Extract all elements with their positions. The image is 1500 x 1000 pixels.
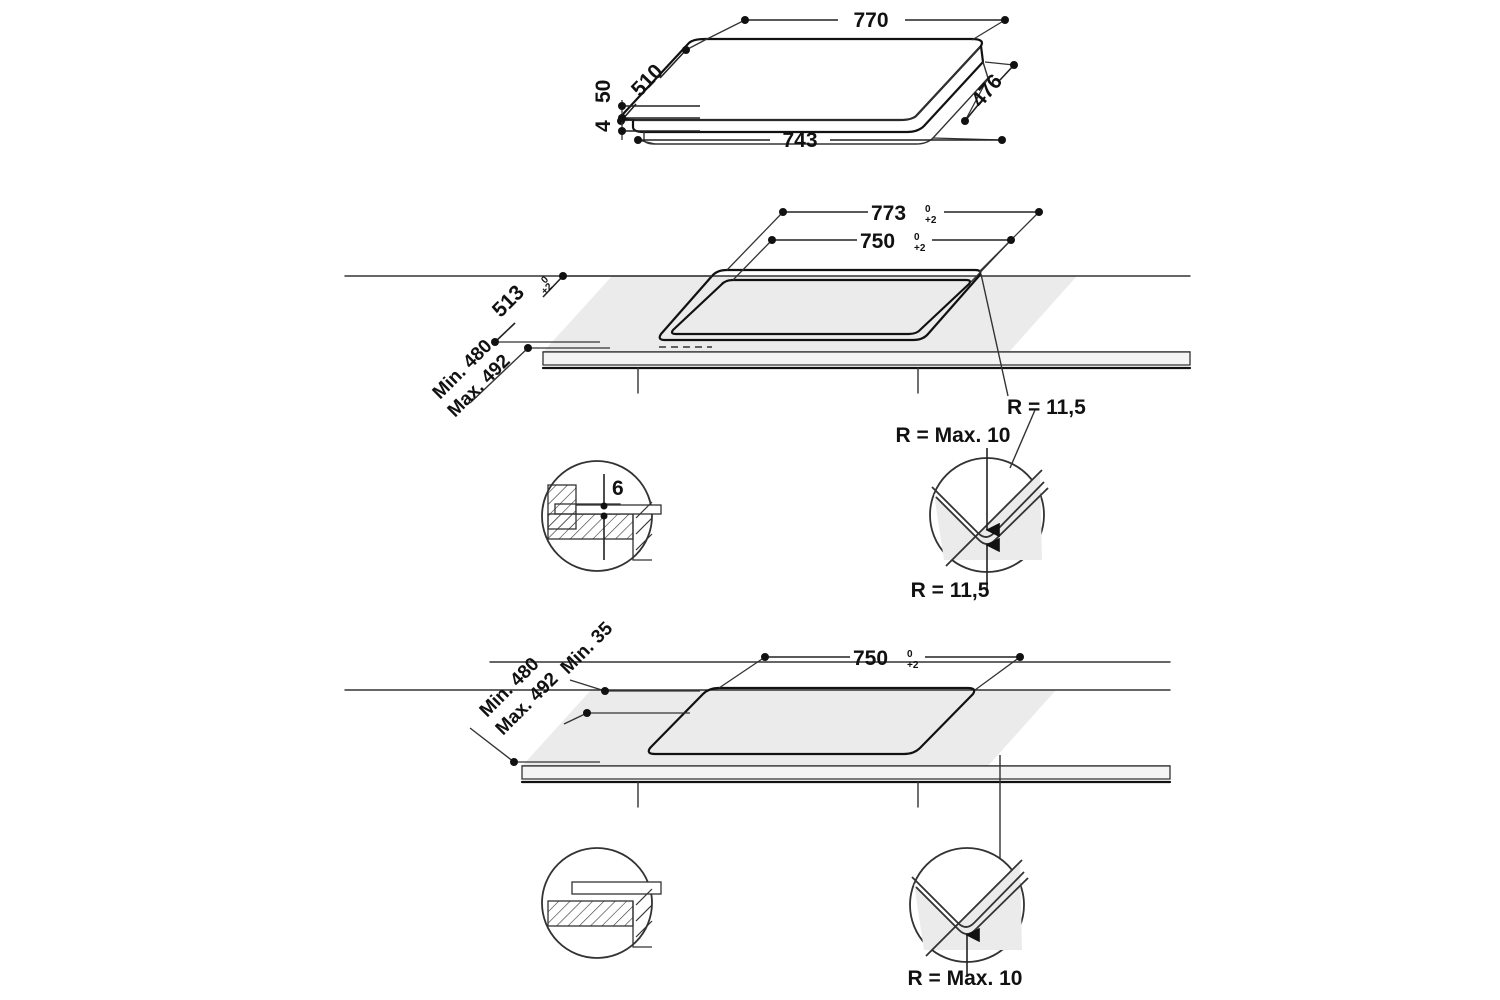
cutout-outline-b <box>647 686 976 756</box>
dim-50-label: 50 <box>592 80 615 103</box>
detail-step-hatch-body <box>547 513 634 540</box>
detail-step-depth: 6 <box>541 460 662 572</box>
dim-770: 770 <box>704 9 1009 41</box>
callout-r115-main-label: R = 11,5 <box>1007 396 1086 419</box>
dim-750-b-tol-lower: +2 <box>907 660 919 671</box>
detail-b-hatch-body <box>547 900 634 927</box>
worktop-thickness-band-b <box>521 765 1171 780</box>
dim-743: 743 <box>634 129 1006 152</box>
cutout-view-flush: 773 0 +2 750 0 +2 513 0 +2 <box>344 202 1192 602</box>
dim-4-label: 4 <box>592 120 615 132</box>
detail-corner-radius-b: R = Max. 10 <box>908 755 1029 990</box>
dim-750-label: 750 <box>860 230 895 253</box>
dim-750-tol-upper: 0 <box>914 232 920 243</box>
callout-r-max-10-label: R = Max. 10 <box>896 424 1011 447</box>
detail-worktop-section <box>541 847 662 959</box>
detail-b-edge <box>632 901 652 948</box>
detail-b-corner-band-edge <box>925 859 1023 957</box>
dim-773-tol-lower: +2 <box>925 215 937 226</box>
cutout-outline-inner <box>670 278 972 336</box>
dim-773-label: 773 <box>871 202 906 225</box>
cutout-view-standard: 750 0 +2 Min. 35 Min. 480 Max. 492 <box>344 618 1172 990</box>
recess-outline-outer <box>658 268 982 342</box>
dim-750-tol-lower: +2 <box>914 243 926 254</box>
detail-b-corner-shade <box>914 864 1022 950</box>
dim-743-label: 743 <box>782 129 817 152</box>
dim-770-label: 770 <box>853 9 888 32</box>
detail-step-edge <box>632 514 652 561</box>
detail-step-hatch-right <box>635 501 653 551</box>
hob-top-edge-highlight <box>632 45 982 121</box>
dim-height-stack: 50 4 <box>592 80 700 140</box>
dim-750: 750 0 +2 <box>732 230 1015 283</box>
detail-b-top-plate <box>571 881 662 895</box>
detail-corner-radii: R = Max. 10 R = 11,5 <box>896 409 1049 602</box>
detail-b-hatch-right <box>635 888 653 938</box>
dim-750-b: 750 0 +2 <box>718 647 1024 691</box>
detail-corner-shade <box>934 474 1042 560</box>
detail-corner-band-edge <box>945 469 1043 567</box>
worktop-thickness-band <box>542 351 1191 366</box>
dim-750-b-tol-upper: 0 <box>907 649 913 660</box>
callout-r-max-10-b-label: R = Max. 10 <box>908 967 1023 990</box>
dim-773-tol-upper: 0 <box>925 204 931 215</box>
detail-step-depth-label: 6 <box>612 477 624 500</box>
callout-r-115-label: R = 11,5 <box>911 579 990 602</box>
callout-r115-main: R = 11,5 <box>980 273 1086 419</box>
hob-glass-thickness <box>631 44 985 134</box>
dim-750-b-label: 750 <box>853 647 888 670</box>
detail-step-ledge <box>575 504 662 515</box>
